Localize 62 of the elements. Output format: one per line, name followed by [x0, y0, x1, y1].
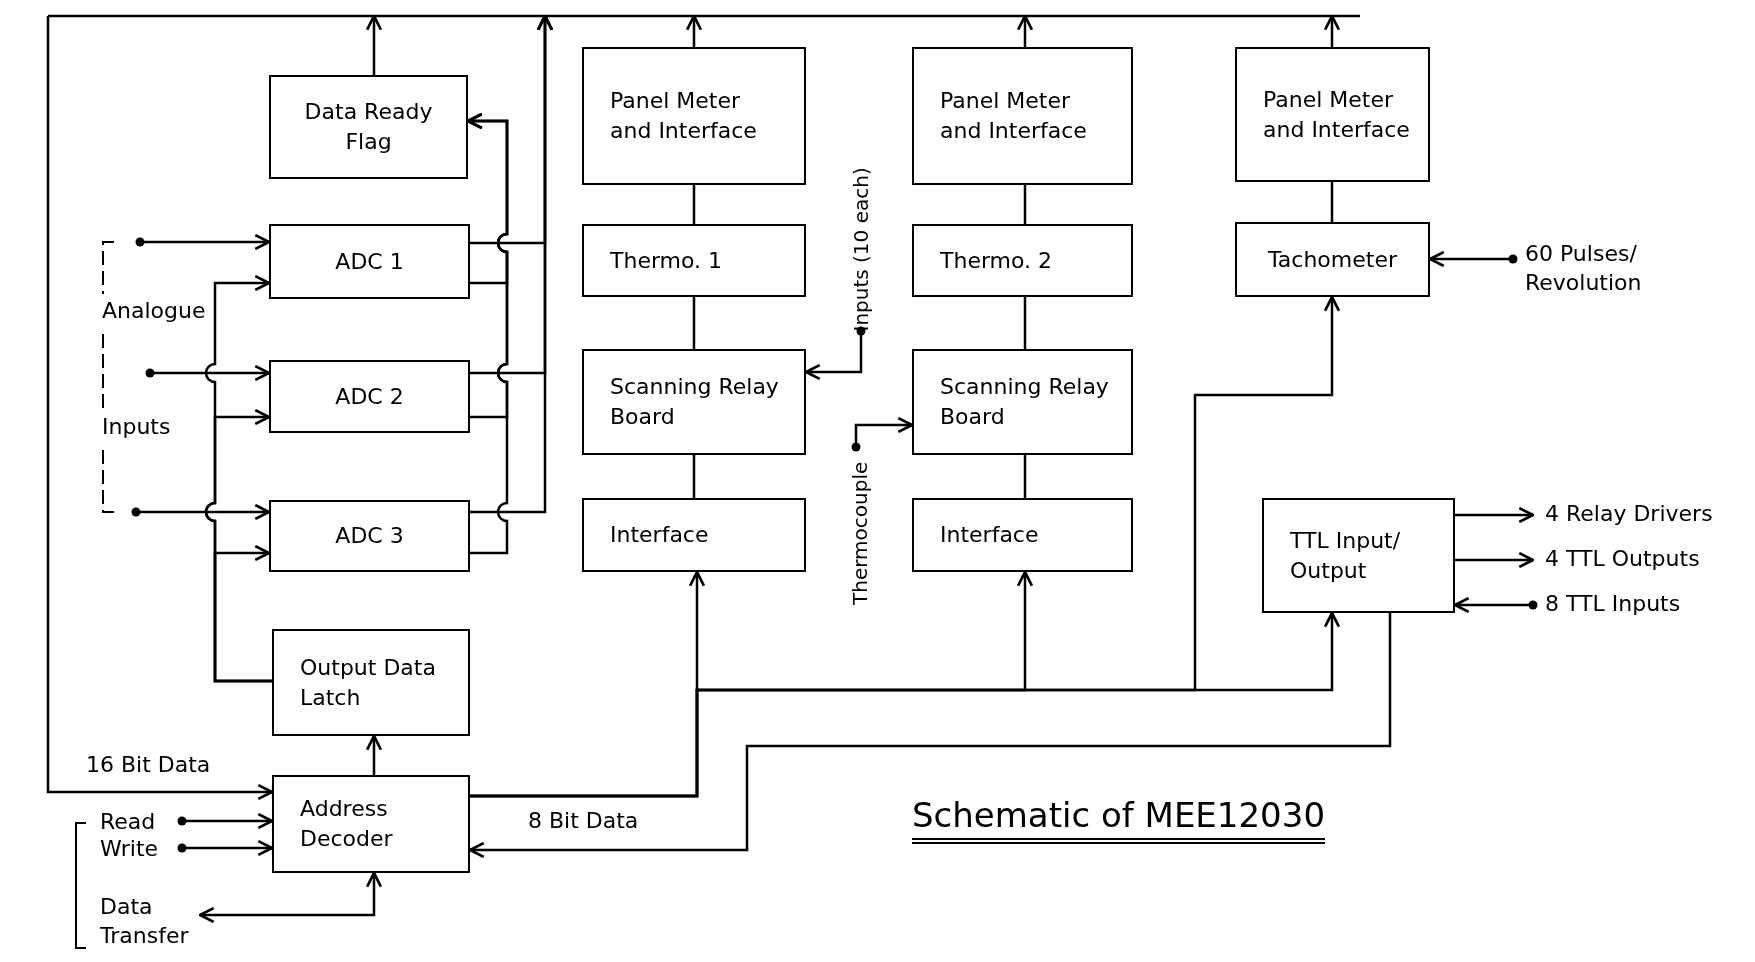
block-box: [1262, 498, 1455, 613]
connector-line: [692, 185, 696, 224]
connector-line: [692, 297, 696, 349]
block-label: ADC 2: [335, 382, 404, 411]
connector-line: [1023, 297, 1027, 349]
block-box: [912, 47, 1133, 185]
block-label: ADC 1: [335, 247, 404, 276]
block-label: Interface: [940, 521, 1039, 550]
signal-label: Data Transfer: [100, 893, 200, 951]
block-label: Thermo. 2: [940, 246, 1053, 275]
connector-line: [1023, 185, 1027, 224]
block-label: TTL Input/ Output: [1290, 526, 1402, 585]
block-box: [582, 47, 806, 185]
block-label: ADC 3: [335, 522, 404, 551]
block-box: [269, 224, 470, 299]
connector-line: [692, 455, 696, 498]
block-box: [582, 224, 806, 297]
signal-label: 4 Relay Drivers: [1533, 500, 1748, 529]
signal-label: 60 Pulses/ Revolution: [1513, 240, 1678, 298]
block-label: Data Ready Flag: [303, 98, 434, 156]
connector-line: [1023, 455, 1027, 498]
block-label: Panel Meter and Interface: [610, 87, 758, 145]
block-box: [269, 500, 470, 572]
arrow: [46, 16, 274, 801]
signal-label: 4 TTL Outputs: [1533, 545, 1728, 574]
arrow: [470, 14, 554, 514]
arrow: [1455, 551, 1535, 569]
signal-label: Write: [100, 835, 182, 864]
signal-label: Thermocouple: [846, 447, 874, 605]
arrow: [1455, 506, 1535, 524]
block-box: [272, 629, 470, 736]
block-box: [272, 775, 470, 873]
block-label: Interface: [610, 521, 709, 550]
block-label: Thermo. 1: [610, 246, 723, 275]
arrow: [1323, 14, 1341, 47]
arrow: [365, 14, 383, 75]
diagram-title: Schematic of MEE12030: [912, 795, 1325, 844]
block-box: [1235, 222, 1430, 297]
arrow: [365, 734, 383, 775]
block-label: Tachometer: [1268, 245, 1397, 274]
connector-line: [1330, 182, 1334, 222]
block-box: [582, 349, 806, 455]
block-box: [912, 224, 1133, 297]
arrow: [213, 544, 272, 683]
block-box: [1235, 47, 1430, 182]
block-label: Panel Meter and Interface: [1263, 85, 1411, 144]
block-box: [269, 360, 470, 433]
block-box: [912, 498, 1133, 572]
block-label: Scanning Relay Board: [610, 373, 780, 431]
block-label: Panel Meter and Interface: [940, 87, 1088, 145]
signal-label: Read: [100, 808, 182, 837]
block-box: [269, 75, 468, 179]
arrow: [470, 611, 1341, 798]
arrow: [685, 14, 703, 47]
block-label: Scanning Relay Board: [940, 373, 1110, 431]
block-label: Address Decoder: [300, 795, 394, 853]
block-label: Output Data Latch: [300, 653, 437, 712]
arrow: [1016, 14, 1034, 47]
block-box: [912, 349, 1133, 455]
signal-label: 8 TTL Inputs: [1533, 590, 1718, 619]
arrow: [198, 871, 383, 924]
block-box: [582, 498, 806, 572]
